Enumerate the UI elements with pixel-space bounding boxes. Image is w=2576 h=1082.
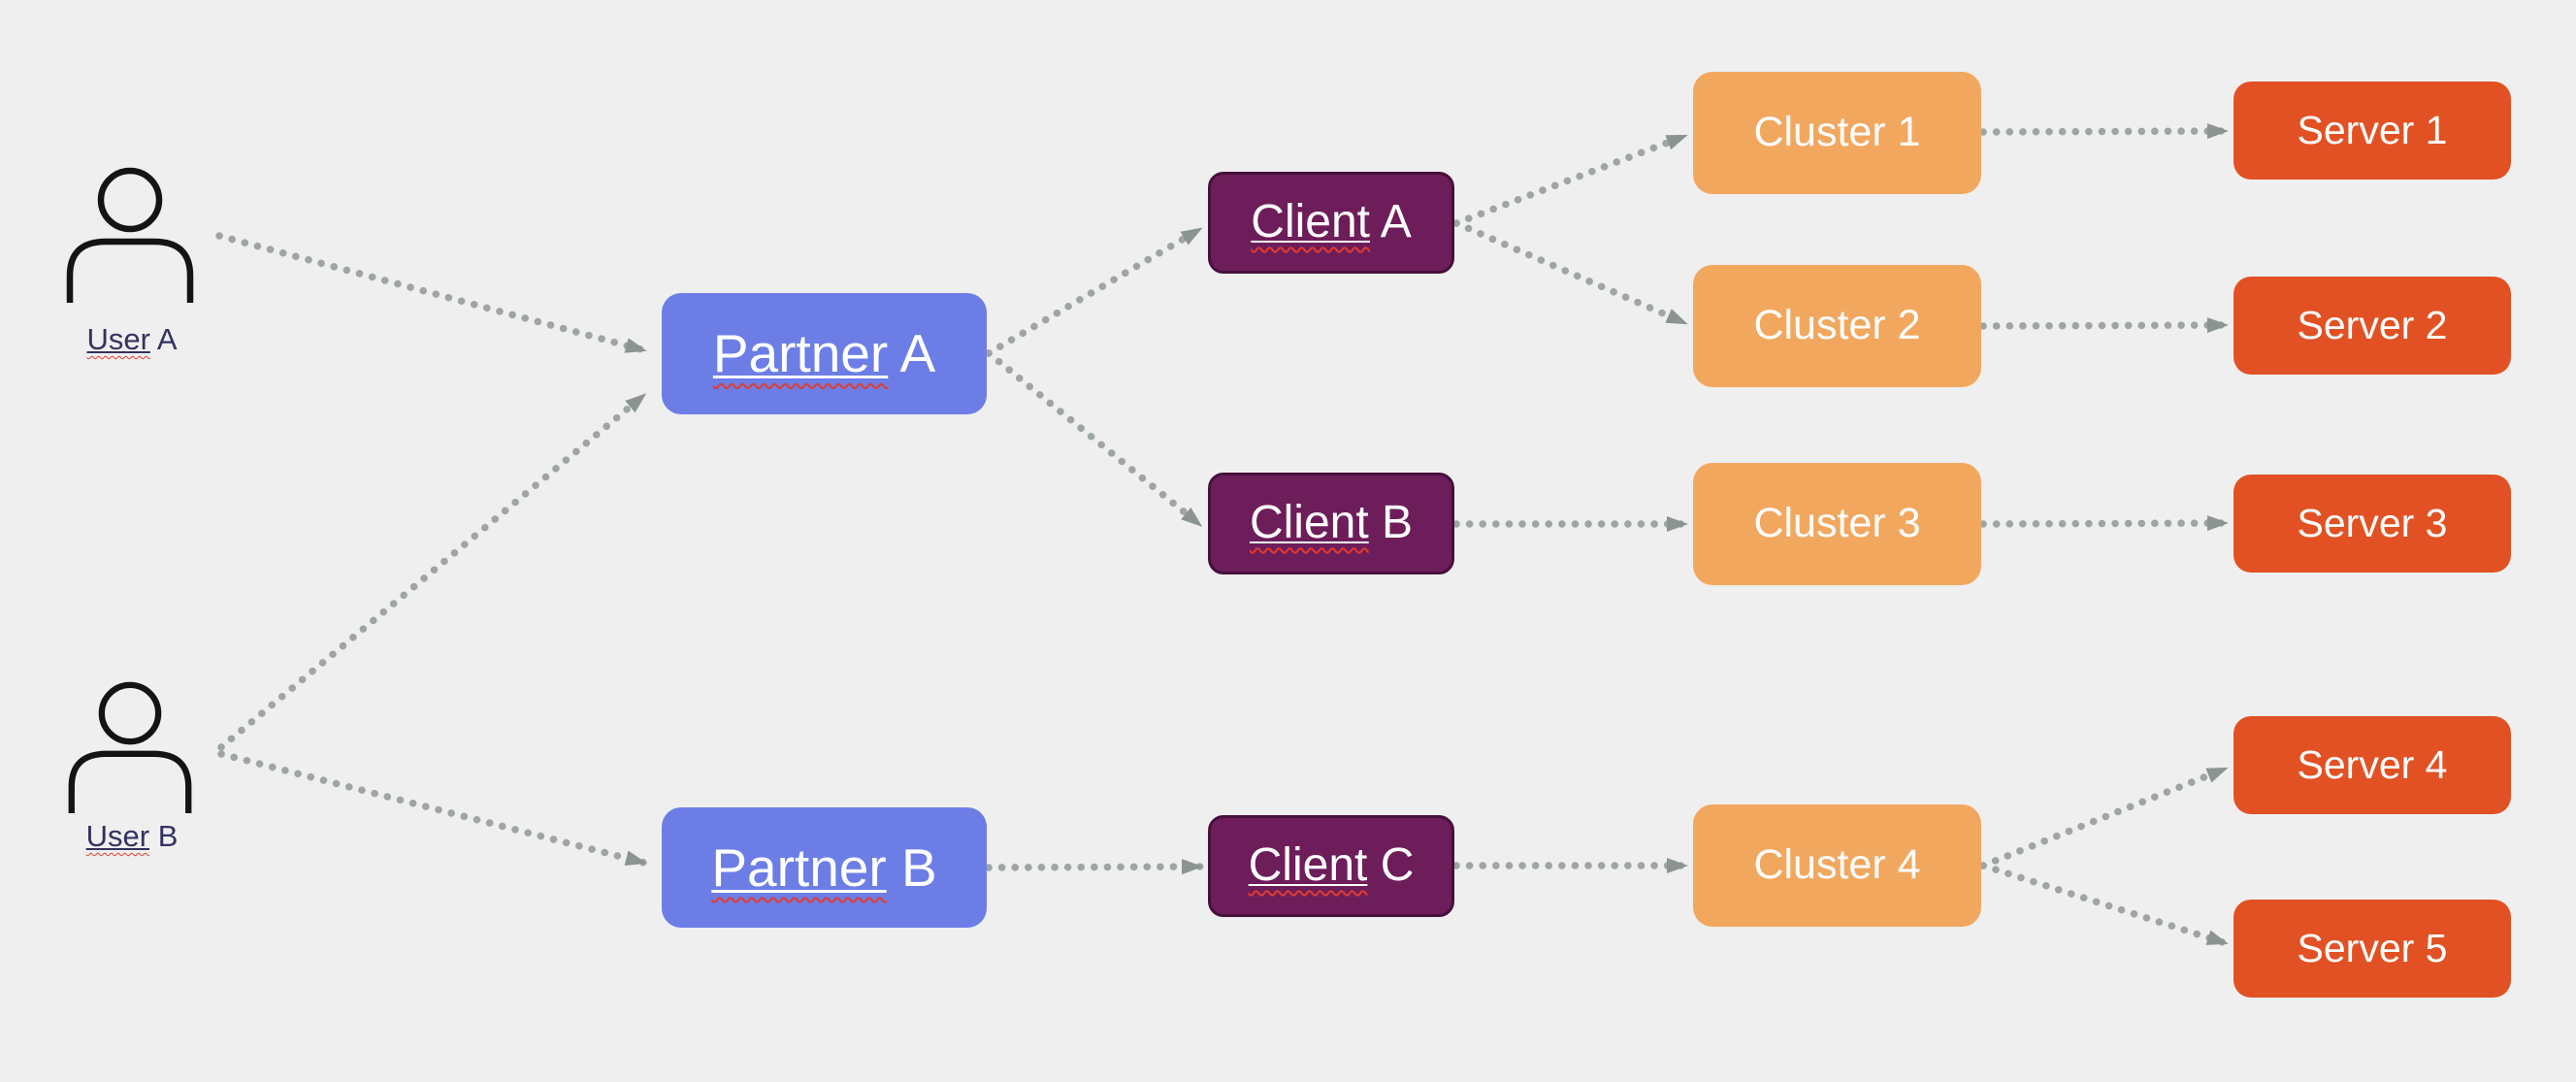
edge-client-a-to-cluster-1 xyxy=(1452,132,1689,227)
label-rest: C xyxy=(1367,839,1415,892)
node-cluster-4[interactable]: Cluster 4 xyxy=(1693,804,1981,927)
person-shoulders xyxy=(66,238,194,303)
node-partner-a[interactable]: Partner A xyxy=(662,293,987,414)
edge-cluster-3-to-server-3 xyxy=(1979,515,2230,532)
label-word: User xyxy=(86,322,150,356)
label-word: User xyxy=(85,819,150,853)
label-rest: B xyxy=(149,819,179,853)
edge-cluster-2-to-server-2 xyxy=(1979,317,2230,334)
node-partner-b[interactable]: Partner B xyxy=(662,807,987,928)
node-label: Server 5 xyxy=(2297,925,2448,970)
label-misspelled-word: Client xyxy=(1248,839,1368,892)
node-label: Cluster 2 xyxy=(1753,302,1921,349)
edge-user-b-to-partner-b xyxy=(217,750,648,867)
label-rest: A xyxy=(1370,196,1412,248)
edge-partner-a-to-client-b xyxy=(985,349,1204,529)
label-misspelled-word: User xyxy=(86,819,149,853)
label-misspelled-word: Client xyxy=(1249,497,1369,549)
edge-cluster-4-to-server-5 xyxy=(1979,862,2230,947)
label-word: Client xyxy=(1251,196,1370,248)
label-word: Partner xyxy=(711,836,887,898)
label-user-b: User B xyxy=(86,819,179,854)
label-rest: B xyxy=(1368,497,1414,549)
edge-user-a-to-partner-a xyxy=(215,232,648,354)
label-misspelled-word: Partner xyxy=(713,324,888,383)
node-cluster-1[interactable]: Cluster 1 xyxy=(1693,72,1981,194)
label-rest: A xyxy=(888,323,936,384)
node-user-a[interactable] xyxy=(66,167,194,303)
node-server-4[interactable]: Server 4 xyxy=(2234,716,2511,814)
edge-partner-a-to-client-a xyxy=(985,225,1204,357)
node-server-5[interactable]: Server 5 xyxy=(2234,900,2511,998)
node-server-1[interactable]: Server 1 xyxy=(2234,82,2511,180)
node-user-b[interactable] xyxy=(66,681,194,813)
node-label: Server 4 xyxy=(2297,741,2448,787)
label-misspelled-word: Partner xyxy=(711,838,886,898)
edge-partner-b-to-client-c xyxy=(985,859,1204,875)
node-label: Cluster 3 xyxy=(1753,500,1921,547)
node-label: Server 2 xyxy=(2297,302,2448,347)
node-client-c[interactable]: Client C xyxy=(1208,815,1454,917)
edge-cluster-4-to-server-4 xyxy=(1979,765,2230,869)
node-client-a[interactable]: Client A xyxy=(1208,172,1454,274)
node-label: Cluster 1 xyxy=(1753,109,1921,156)
person-head xyxy=(98,681,162,745)
label-misspelled-word: User xyxy=(86,322,149,356)
node-label: Cluster 4 xyxy=(1753,841,1921,889)
label-rest: B xyxy=(886,836,937,898)
node-label: Server 1 xyxy=(2297,107,2448,152)
label-word: Partner xyxy=(712,323,889,384)
node-cluster-2[interactable]: Cluster 2 xyxy=(1693,265,1981,387)
node-server-2[interactable]: Server 2 xyxy=(2234,277,2511,375)
edge-client-a-to-cluster-2 xyxy=(1452,219,1689,327)
node-server-3[interactable]: Server 3 xyxy=(2234,475,2511,573)
edge-cluster-1-to-server-1 xyxy=(1979,123,2230,140)
label-misspelled-word: Client xyxy=(1251,196,1370,248)
person-shoulders xyxy=(68,750,192,813)
label-rest: A xyxy=(149,322,178,356)
person-icon xyxy=(68,681,192,813)
person-icon xyxy=(66,167,194,303)
label-word: Client xyxy=(1249,497,1369,549)
person-head xyxy=(97,167,163,233)
edge-user-b-to-partner-a xyxy=(217,391,648,751)
label-word: Client xyxy=(1248,839,1368,892)
node-label: Server 3 xyxy=(2297,500,2448,545)
node-client-b[interactable]: Client B xyxy=(1208,473,1454,574)
node-cluster-3[interactable]: Cluster 3 xyxy=(1693,463,1981,585)
label-user-a: User A xyxy=(86,322,177,357)
